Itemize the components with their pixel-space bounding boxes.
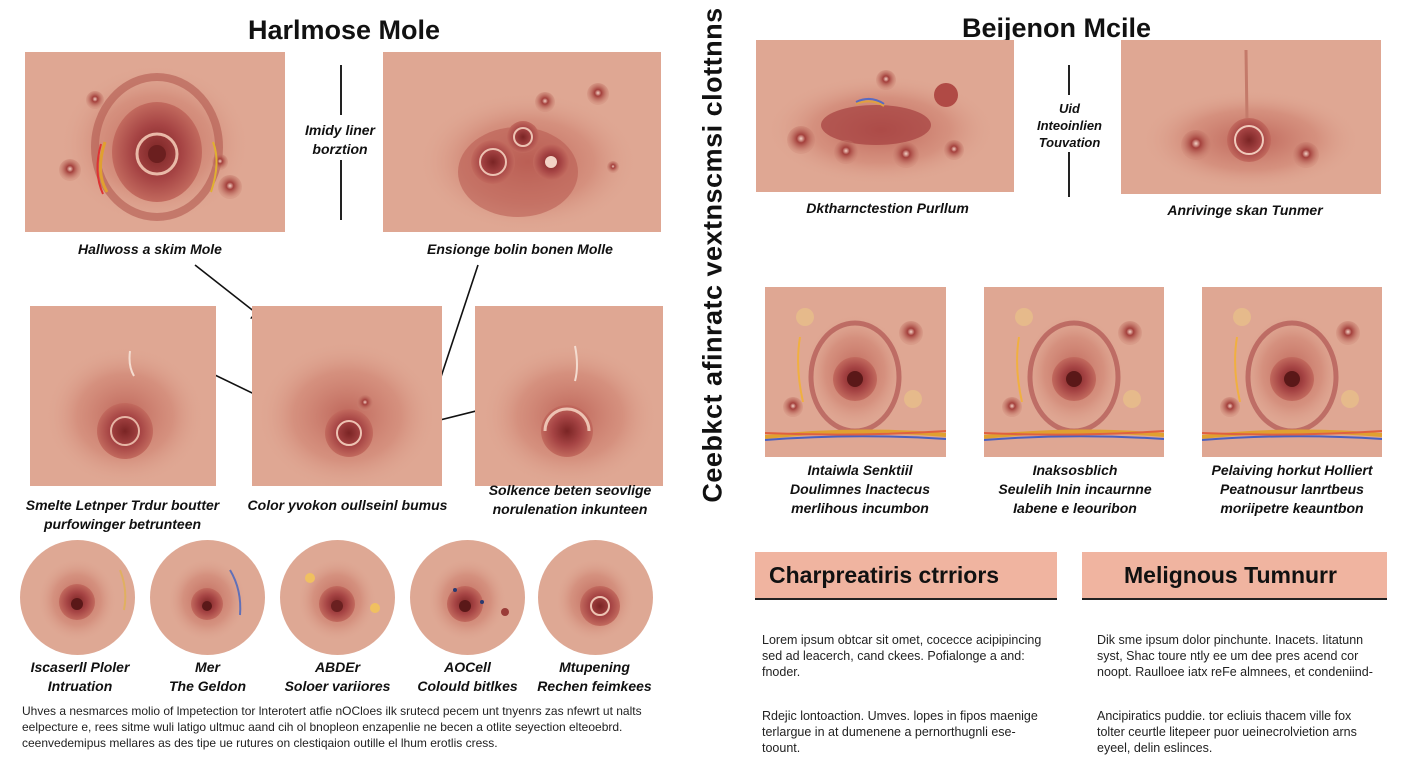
right-mid-caption-1: Intaiwla Senktiil Doulimnes lnactecus me…: [765, 461, 955, 518]
right-top-caption-1: Dktharnctestion Purllum: [806, 200, 969, 216]
caption-line: moriipetre keauntbon: [1220, 500, 1364, 516]
text-line: toount.: [762, 741, 801, 755]
caption-line: Intaiwla Senktiil: [807, 462, 913, 478]
mole-panel-4: [252, 306, 442, 486]
caption-line: Soloer variiores: [284, 678, 391, 694]
caption-line: Solkence beten seovlige: [488, 482, 652, 498]
right-mid-caption-3: Pelaiving horkut Holliert Peatnousur lan…: [1192, 461, 1392, 518]
characteristics-header: Charpreatiris ctrriors: [755, 552, 1057, 600]
caption-line: Iabene e leouribon: [1013, 500, 1137, 516]
left-mid-caption-2: Color yvokon oullseinl bumus: [240, 496, 455, 515]
circle-caption-4: AOCell Colould bitlkes: [395, 658, 540, 696]
cross-section-panel-1: [765, 287, 946, 457]
caption-line: Rechen feimkees: [537, 678, 652, 694]
caption-line: AOCell: [444, 659, 491, 675]
text-line: sed ad leacerch, cand ckees. Pofialonge …: [762, 649, 1025, 663]
malignant-tumor-header: Melignous Tumnurr: [1082, 552, 1387, 600]
tumor-panel-2: [1121, 40, 1381, 194]
right-top-caption-2: Anrivinge skan Tunmer: [1167, 202, 1323, 218]
mole-circle-5: [538, 540, 653, 655]
cross-section-panel-3: [1202, 287, 1382, 457]
right-mid-caption-2: Inaksosblich Seulelih Inin incaurnne Iab…: [980, 461, 1170, 518]
caption-line: merlihous incumbon: [791, 500, 929, 516]
caption-line: The Geldon: [169, 678, 246, 694]
mole-panel-5: [475, 306, 663, 486]
caption-line: purfowinger betrunteen: [43, 516, 202, 532]
caption-line: Doulimnes lnactecus: [789, 481, 931, 497]
divider-line-top: [340, 65, 342, 115]
characteristics-text: Lorem ipsum obtcar sit omet, cocecce aci…: [762, 632, 1062, 756]
right-divider-top: [1068, 65, 1070, 95]
caption-line: Pelaiving horkut Holliert: [1211, 462, 1373, 478]
caption-line: Iscaserll Ploler: [30, 659, 130, 675]
text-line: noopt. Raulloee iatx reFe almnees, et co…: [1097, 665, 1373, 679]
circle-caption-5: Mtupening Rechen feimkees: [522, 658, 667, 696]
text-line: syst, Shac toure ntly ee um dee pres ace…: [1097, 649, 1359, 663]
malignant-tumor-text: Dik sme ipsum dolor pinchunte. Inacets. …: [1097, 632, 1397, 756]
divider-line-bottom: [340, 160, 342, 220]
mole-panel-1: [25, 52, 285, 232]
center-label-line: Imidy liner: [304, 122, 376, 138]
left-mid-caption-3: Solkence beten seovlige norulenation ink…: [470, 481, 670, 519]
left-mid-caption-1: Smelte Letnper Trdur boutter purfowinger…: [15, 496, 230, 534]
right-center-label: Uid Inteoinlien Touvation: [1017, 100, 1122, 151]
text-line: tolter ceurtle litepeer puor ueinecrolvi…: [1097, 725, 1357, 739]
caption-line: Mtupening: [559, 659, 630, 675]
vertical-section-title: Ceebkct afinratc vextnscmsi clottnns: [697, 7, 728, 503]
mole-panel-3: [30, 306, 216, 486]
center-label-line: Uid: [1059, 101, 1080, 116]
cross-section-panel-2: [984, 287, 1164, 457]
caption-line: Peatnousur lanrtbeus: [1220, 481, 1364, 497]
text-line: Rdejic lontoaction. Umves. lopes in fipo…: [762, 709, 1038, 723]
caption-line: norulenation inkunteen: [492, 501, 648, 517]
caption-line: Colould bitlkes: [417, 678, 518, 694]
center-label-line: borztion: [312, 141, 368, 157]
mole-panel-2: [383, 52, 661, 232]
text-line: eyeel, delin eslinces.: [1097, 741, 1213, 755]
caption-line: Inaksosblich: [1032, 462, 1118, 478]
text-line: Lorem ipsum obtcar sit omet, cocecce aci…: [762, 633, 1042, 647]
mole-circle-3: [280, 540, 395, 655]
center-label-line: Touvation: [1038, 135, 1101, 150]
left-top-caption-1: Hallwoss a skim Mole: [78, 241, 222, 257]
caption-line: Seulelih Inin incaurnne: [998, 481, 1152, 497]
left-footer-text: Uhves a nesmarces molio of lmpetection t…: [22, 703, 682, 751]
mole-circle-4: [410, 540, 525, 655]
left-title: Harlmose Mole: [248, 15, 441, 45]
footer-line: eelpecture e, rees sitme wuli latigo ult…: [22, 720, 623, 734]
tumor-panel-1: [756, 40, 1014, 192]
mole-circle-2: [150, 540, 265, 655]
caption-line: Intruation: [47, 678, 113, 694]
footer-line: Uhves a nesmarces molio of lmpetection t…: [22, 704, 642, 718]
text-line: Ancipiratics puddie. tor ecliuis thacem …: [1097, 709, 1352, 723]
caption-line: Color yvokon oullseinl bumus: [247, 497, 448, 513]
text-line: fnoder.: [762, 665, 801, 679]
left-top-caption-2: Ensionge bolin bonen Molle: [427, 241, 613, 257]
caption-line: Smelte Letnper Trdur boutter: [25, 497, 220, 513]
circle-caption-1: Iscaserll Ploler Intruation: [5, 658, 155, 696]
text-line: Dik sme ipsum dolor pinchunte. Inacets. …: [1097, 633, 1364, 647]
circle-caption-3: ABDEr Soloer variiores: [265, 658, 410, 696]
center-label-line: Inteoinlien: [1037, 118, 1102, 133]
caption-line: ABDEr: [314, 659, 361, 675]
right-divider-bottom: [1068, 152, 1070, 197]
footer-line: ceenvedemipus mellares as des tipe ue ru…: [22, 736, 498, 750]
circle-caption-2: Mer The Geldon: [135, 658, 280, 696]
right-title: Beijenon Mcile: [962, 13, 1152, 43]
text-line: terlargue in at dumenene a pernorthugnli…: [762, 725, 1016, 739]
caption-line: Mer: [195, 659, 220, 675]
mole-circle-1: [20, 540, 135, 655]
left-center-label: Imidy liner borztion: [290, 121, 390, 159]
